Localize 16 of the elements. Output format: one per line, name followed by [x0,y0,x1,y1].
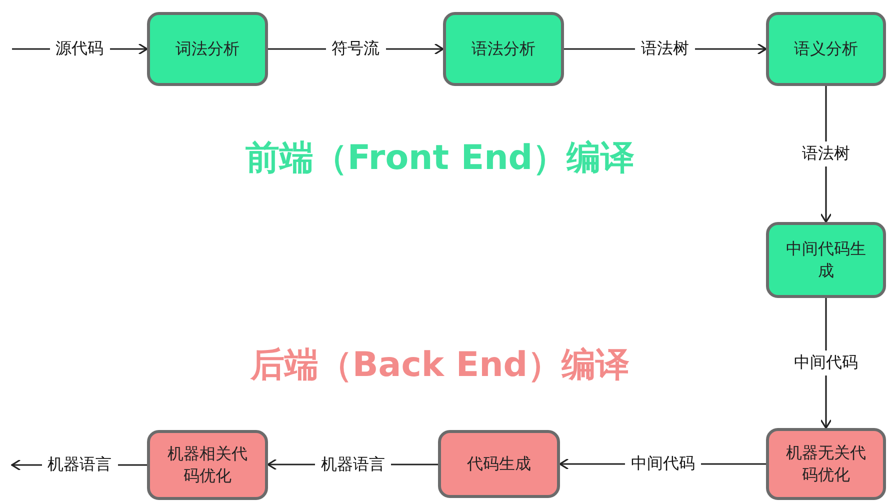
process-box [766,428,886,500]
node-label: 语法分析 [470,38,536,60]
process-box [147,430,268,500]
node-label: 机器相关代码优化 [166,442,248,487]
process-box [147,12,268,86]
node-label: 机器无关代码优化 [785,442,867,486]
process-box [766,12,886,86]
section-title: 后端（Back End）编译 [250,344,630,387]
node-label: 词法分析 [174,38,240,60]
node-label: 中间代码生成 [785,238,867,282]
process-box [443,12,564,86]
section-title: 前端（Front End）编译 [245,137,635,180]
process-box [438,430,560,498]
node-label: 语义分析 [793,38,859,60]
process-box [766,222,886,298]
node-label: 代码生成 [466,452,532,475]
